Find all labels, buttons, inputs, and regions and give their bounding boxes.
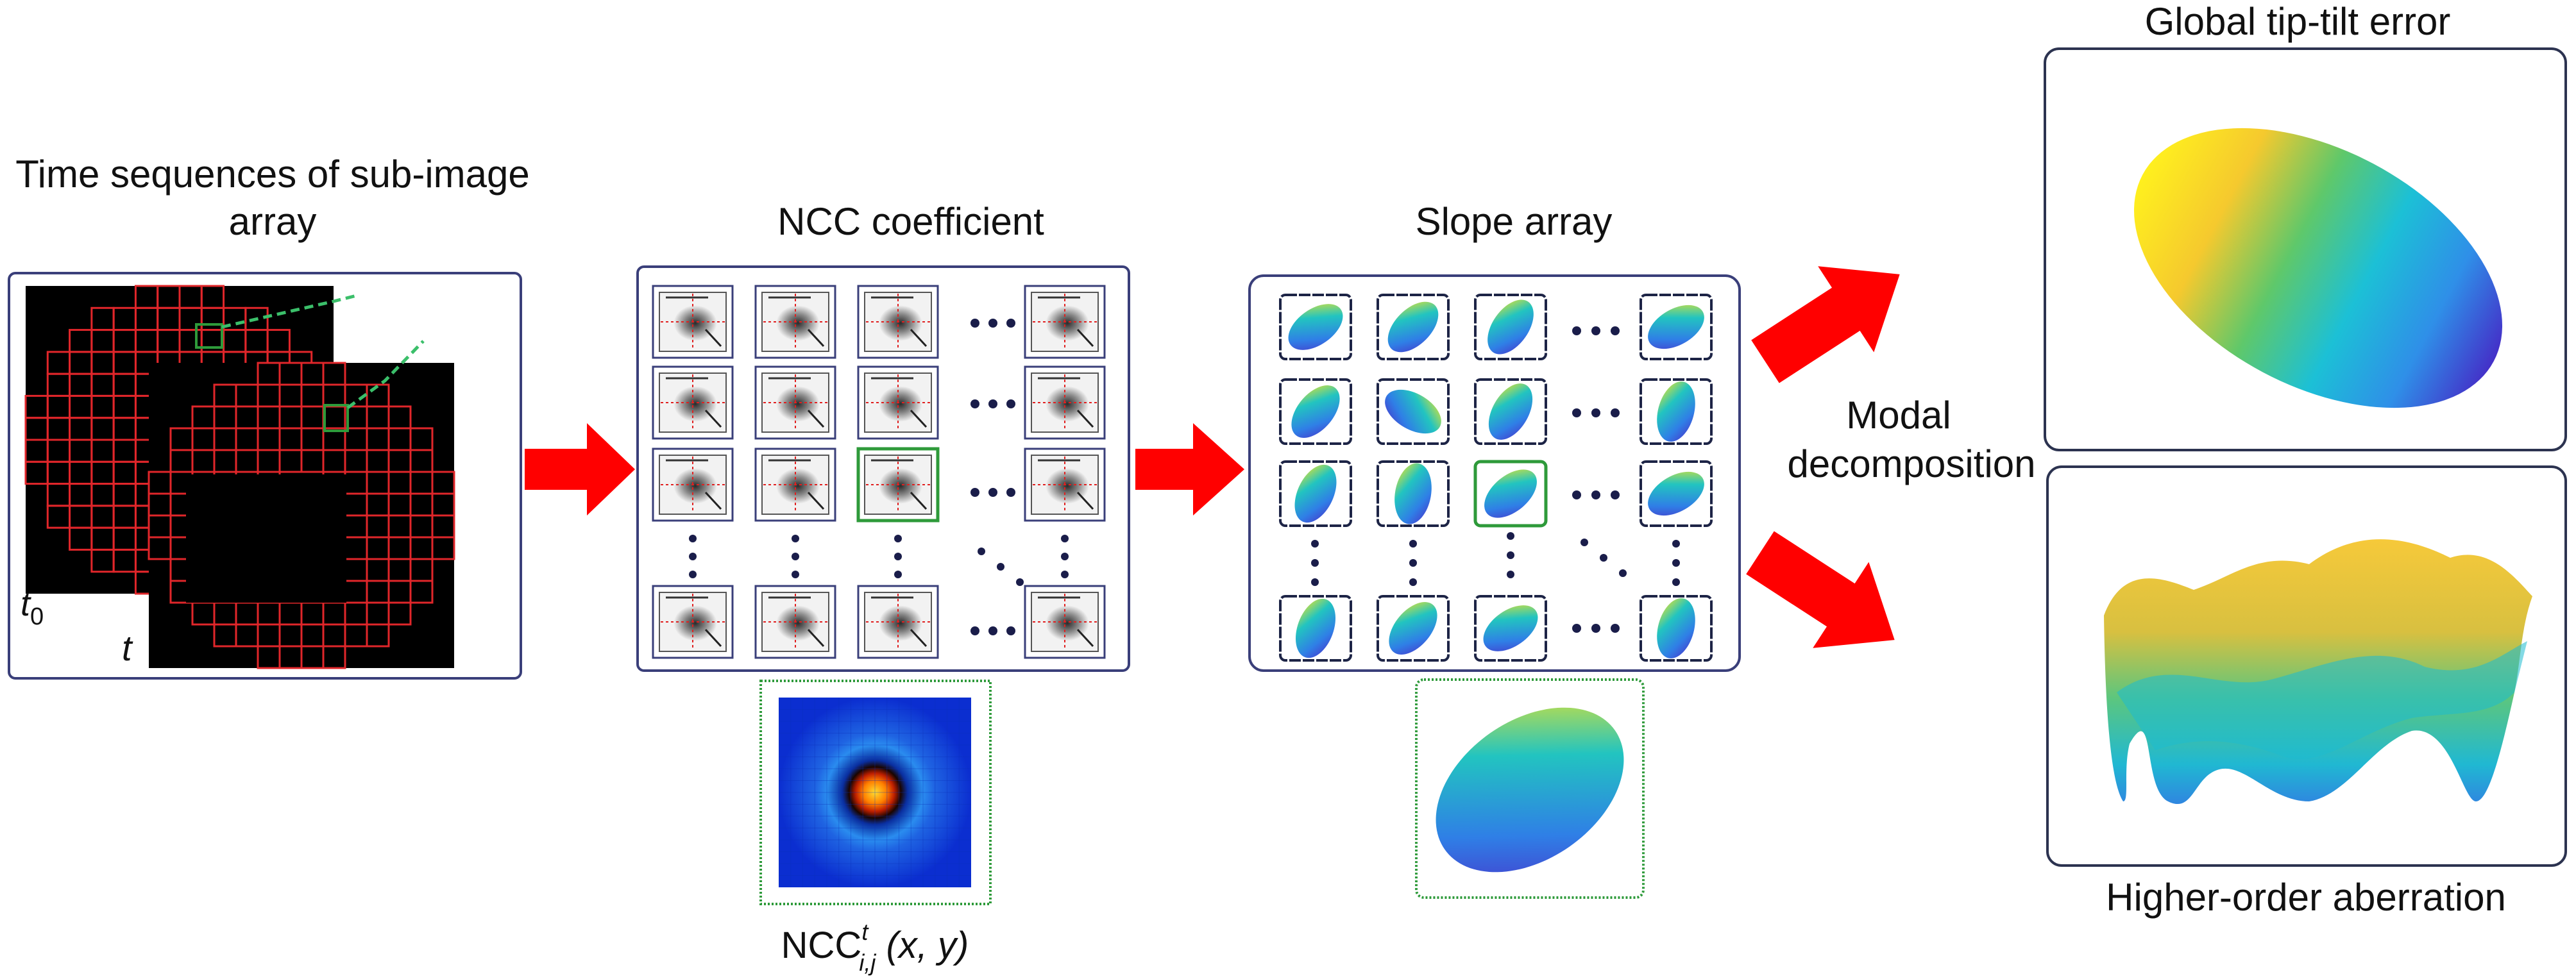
ncc-tile <box>652 365 734 440</box>
ncc-title: NCC coefficient <box>777 200 1044 243</box>
grid-cell <box>322 645 346 669</box>
ncc-tile <box>652 285 734 359</box>
ncc-correlation-map <box>779 698 971 887</box>
ncc-tile-array <box>652 285 1106 659</box>
ncc-tile <box>754 365 836 440</box>
slope-tile <box>1279 595 1352 662</box>
slope-tile <box>1474 378 1547 445</box>
slope-tile <box>1377 294 1450 360</box>
sub-image-panel: t0 t <box>8 272 522 680</box>
sub-image-title-line2: array <box>229 200 317 243</box>
ncc-tile <box>754 448 836 522</box>
tip-tilt-panel <box>2044 47 2567 451</box>
slope-title: Slope array <box>1416 200 1613 243</box>
slope-tile <box>1640 595 1713 662</box>
slope-tile <box>1377 595 1450 662</box>
grid-cell <box>431 536 455 560</box>
grid-cell <box>366 623 390 648</box>
ncc-tile <box>652 585 734 659</box>
frame-t <box>148 340 455 669</box>
slope-tile <box>1473 460 1548 528</box>
ncc-ellipsis-dots <box>689 319 1069 635</box>
slope-tile <box>1640 378 1713 445</box>
ncc-tile <box>652 448 734 522</box>
ncc-tile <box>754 585 836 659</box>
tip-tilt-surface <box>2133 128 2503 408</box>
slope-tile-array <box>1279 294 1713 662</box>
slope-zoom-ellipse <box>1436 707 1624 873</box>
ncc-tile <box>856 447 940 523</box>
ncc-tile <box>754 285 836 359</box>
grid-cell <box>387 601 412 626</box>
slope-tile <box>1279 378 1352 445</box>
slope-tile <box>1640 460 1713 527</box>
modal-label-line2: decomposition <box>1788 442 2036 485</box>
t0-label: t0 <box>21 585 44 630</box>
arrow-to-higher-order <box>1746 531 1895 648</box>
higher-order-title: Higher-order aberration <box>2106 876 2506 919</box>
tip-tilt-title: Global tip-tilt error <box>2145 0 2451 43</box>
ncc-tile <box>857 285 939 359</box>
slope-ellipsis-dots <box>1311 326 1680 633</box>
ncc-pixel-grid <box>779 698 971 887</box>
arrow-2 <box>1135 423 1244 515</box>
slope-tile <box>1474 294 1547 360</box>
slope-zoom-panel <box>1415 678 1645 899</box>
arrow-1 <box>525 423 635 515</box>
ncc-tile <box>1024 365 1106 440</box>
slope-tile <box>1474 595 1547 662</box>
t-label: t <box>122 628 133 668</box>
ncc-tile <box>1024 448 1106 522</box>
ncc-zoom-panel <box>759 680 992 905</box>
ncc-tile <box>1024 285 1106 359</box>
modal-label-line1: Modal <box>1846 394 1951 437</box>
ncc-tile <box>857 365 939 440</box>
arrow-to-tip-tilt <box>1751 266 1900 383</box>
slope-tile <box>1377 460 1450 527</box>
sub-image-title-line1: Time sequences of sub-image <box>15 153 530 196</box>
slope-tile <box>1377 378 1450 445</box>
slope-tile <box>1279 294 1352 360</box>
ncc-tile <box>1024 585 1106 659</box>
higher-order-panel <box>2046 465 2567 867</box>
slope-tile <box>1279 460 1352 527</box>
grid-cell <box>409 580 434 604</box>
slope-tile <box>1640 294 1713 360</box>
ncc-tile <box>857 585 939 659</box>
